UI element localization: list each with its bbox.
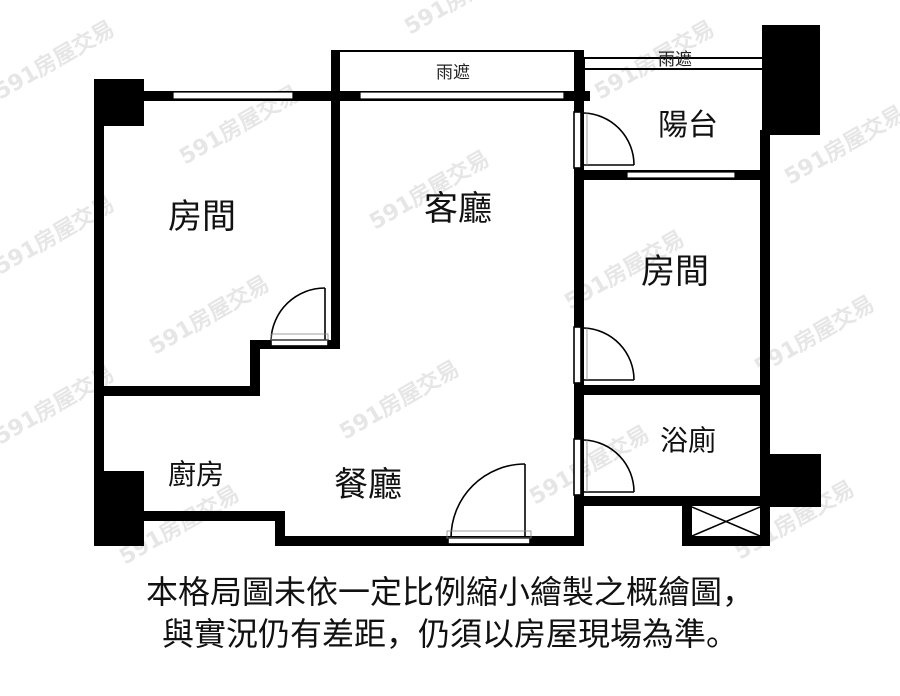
- windows: [172, 91, 736, 179]
- door-entrance[interactable]: [446, 463, 532, 545]
- room-label-bathroom: 浴廁: [660, 424, 716, 457]
- wall-bedroom-right-bottom: [584, 385, 762, 395]
- watermark-text: 591房屋交易: [590, 16, 719, 105]
- door-bedroom-left[interactable]: [270, 287, 329, 347]
- window-living: [359, 91, 565, 100]
- awning-center-top: [331, 50, 584, 52]
- wall-bottom-kitchen: [144, 511, 285, 521]
- room-label-living-room: 客廳: [424, 189, 492, 229]
- watermark-text: 591房屋交易: [400, 0, 529, 40]
- watermark-text: 591房屋交易: [335, 356, 464, 445]
- column-bottom-right: [760, 454, 821, 507]
- wall-bedroom-living: [331, 50, 340, 348]
- wall-bedroom-left-bottom: [104, 386, 259, 396]
- window-bedroom-left: [172, 91, 294, 100]
- door-balcony[interactable]: [573, 111, 635, 169]
- wall-right-outer: [760, 130, 770, 530]
- disclaimer-line-1: 本格局圖未依一定比例縮小繪製之概繪圖，: [145, 573, 754, 611]
- wall-left-outer: [94, 79, 104, 485]
- door-bedroom-right[interactable]: [573, 326, 635, 384]
- disclaimer-line-2: 與實況仍有差距，仍須以房屋現場為準。: [161, 615, 738, 653]
- awning-right-bottom: [584, 68, 762, 70]
- room-labels: 房間 客廳 陽台 房間 浴廁 廚房 餐廳 雨遮 雨遮: [168, 50, 718, 505]
- wall-shaft-bottom: [682, 536, 770, 546]
- room-label-dining-room: 餐廳: [334, 465, 402, 505]
- wall-shaft-right: [760, 506, 770, 546]
- awning-right-top: [584, 57, 762, 59]
- wall-living-right: [574, 50, 584, 540]
- room-label-kitchen: 廚房: [168, 458, 224, 491]
- wall-shaft-left: [682, 506, 692, 546]
- room-label-balcony: 陽台: [658, 108, 718, 143]
- label-awning-right: 雨遮: [658, 50, 692, 70]
- wall-bathroom-bottom: [584, 496, 762, 506]
- door-bathroom[interactable]: [573, 438, 635, 496]
- doors: [270, 111, 635, 545]
- room-label-bedroom-left: 房間: [168, 197, 236, 237]
- wall-step-dining: [275, 511, 285, 546]
- room-label-bedroom-right: 房間: [641, 252, 709, 292]
- window-bedroom-right: [626, 171, 736, 179]
- label-awning-center: 雨遮: [436, 63, 470, 83]
- column-bottom-left: [94, 471, 144, 546]
- wall-step-bedroom: [250, 340, 260, 396]
- shaft-cross-icon: [691, 506, 761, 537]
- column-top-right: [762, 25, 820, 135]
- wall-bottom-dining: [275, 536, 584, 546]
